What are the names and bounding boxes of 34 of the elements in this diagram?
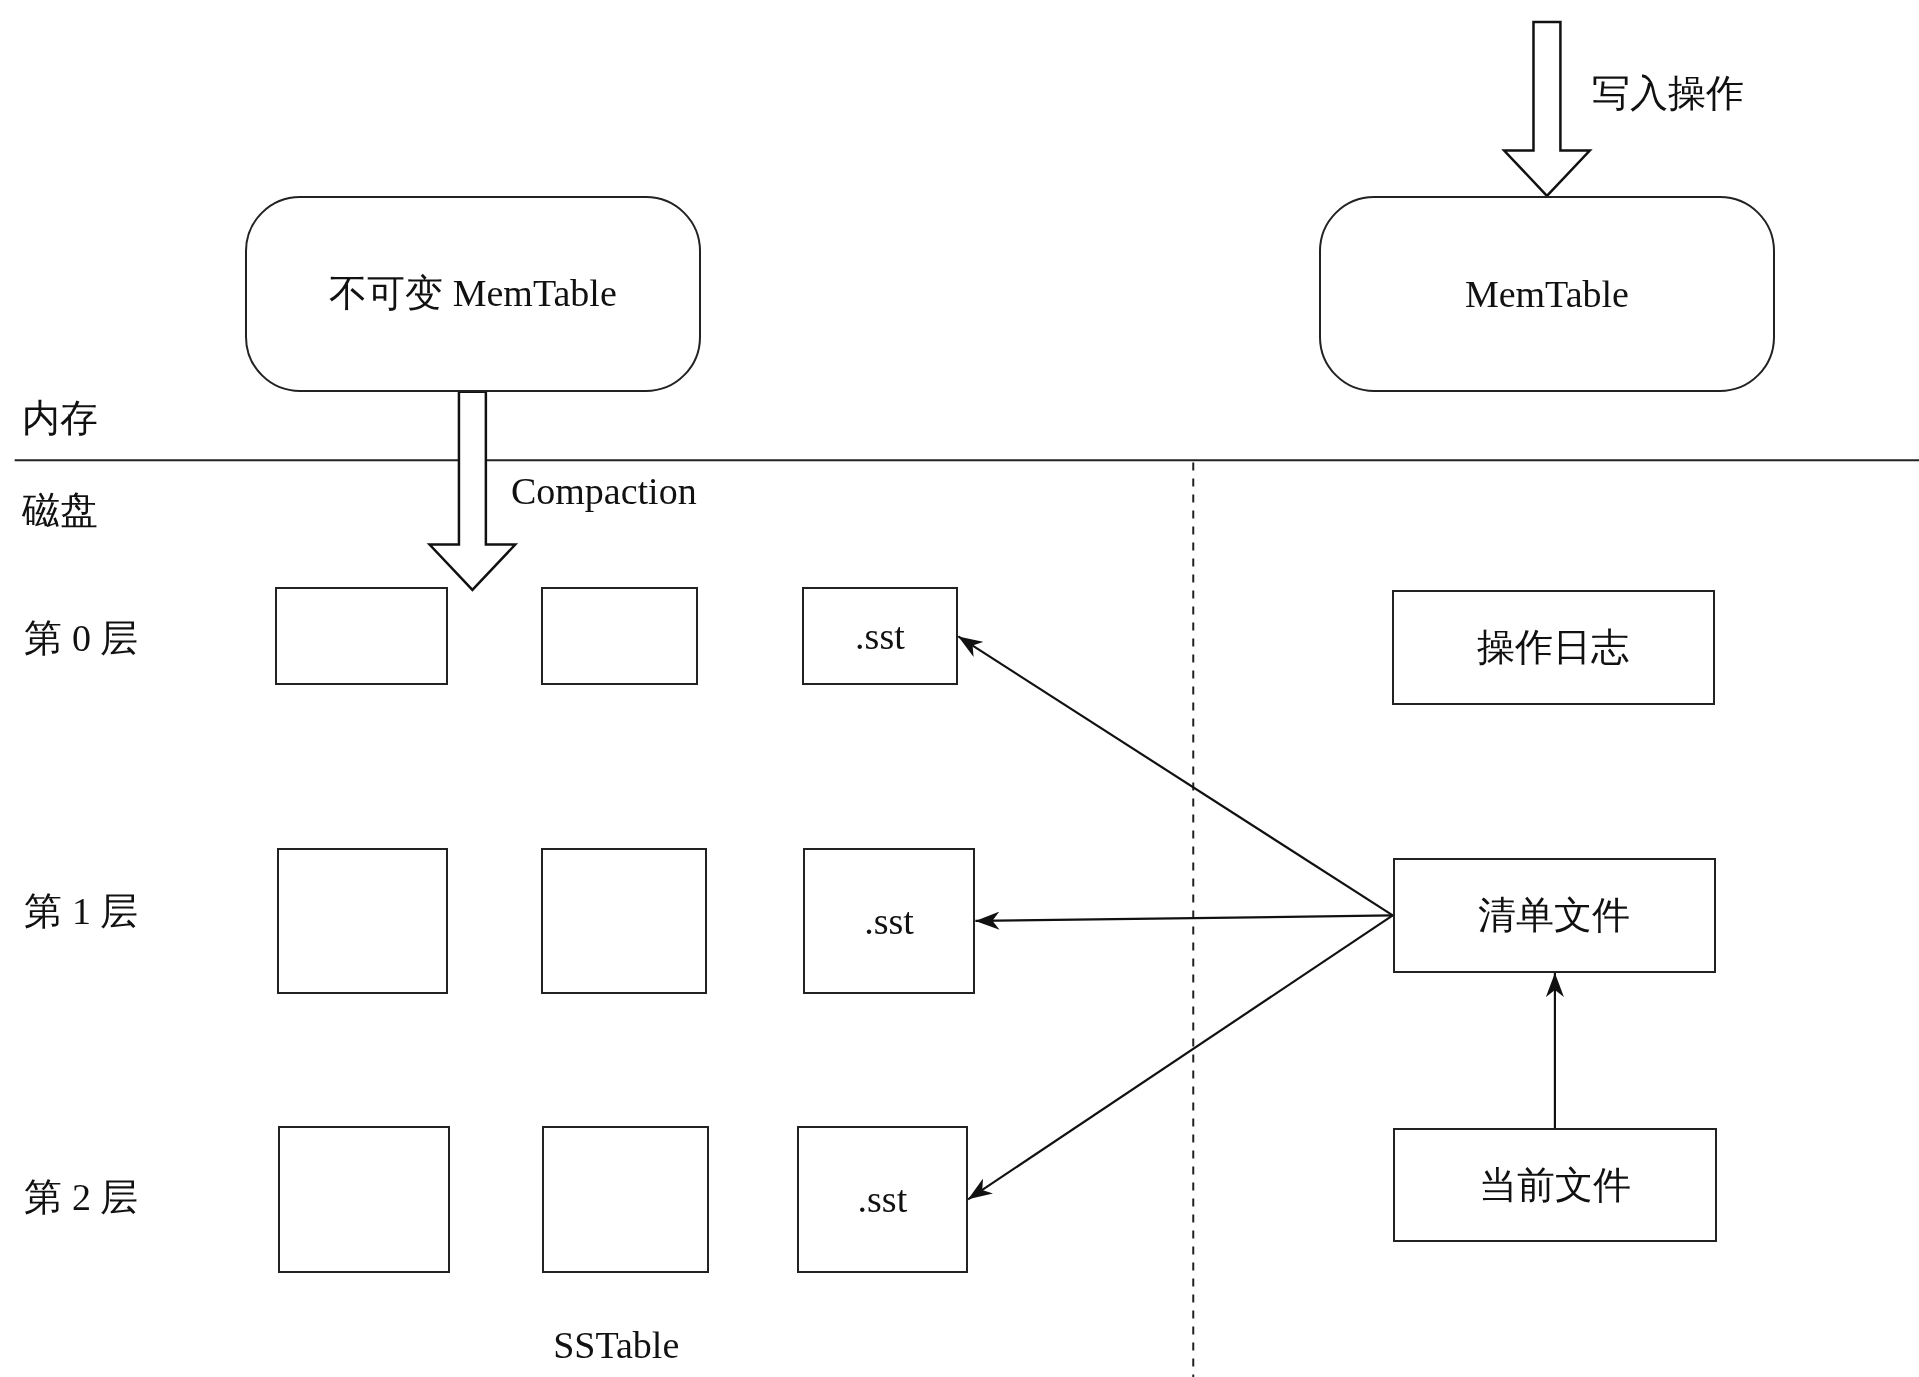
- arrow: [975, 911, 1393, 930]
- arrow: [1545, 972, 1564, 1129]
- empty-box: [275, 587, 448, 686]
- caption: SSTable: [553, 1325, 680, 1368]
- block-arrow: [1501, 20, 1593, 198]
- file-box: [802, 848, 976, 994]
- file-box: [796, 1125, 969, 1273]
- empty-box: [276, 848, 448, 994]
- rounded-box: [1319, 195, 1775, 392]
- box-label: 清单文件: [1478, 892, 1631, 938]
- box-label: MemTable: [1464, 271, 1629, 316]
- file-box: [1392, 857, 1716, 973]
- box-label: .sst: [857, 1177, 908, 1222]
- file-box: [1391, 589, 1715, 705]
- box-label: .sst: [864, 898, 914, 943]
- box-label: .sst: [855, 614, 905, 659]
- region-label: 磁盘: [22, 489, 98, 532]
- level-label: 第 1 层: [24, 890, 139, 933]
- empty-box: [540, 848, 708, 994]
- block-arrow: [426, 390, 519, 592]
- file-box: [1392, 1128, 1718, 1243]
- rounded-box: [244, 195, 702, 392]
- box-label: 当前文件: [1478, 1162, 1631, 1208]
- box-label: 操作日志: [1477, 624, 1630, 670]
- level-label: 第 0 层: [24, 618, 139, 660]
- empty-box: [277, 1125, 451, 1273]
- region-label: 内存: [22, 397, 98, 440]
- arrow: [957, 635, 1394, 917]
- file-box: [801, 587, 959, 686]
- empty-box: [542, 1125, 709, 1273]
- arrow: [967, 914, 1394, 1201]
- box-label: 不可变 MemTable: [329, 271, 617, 317]
- empty-box: [540, 587, 698, 686]
- level-label: 第 2 层: [24, 1177, 139, 1220]
